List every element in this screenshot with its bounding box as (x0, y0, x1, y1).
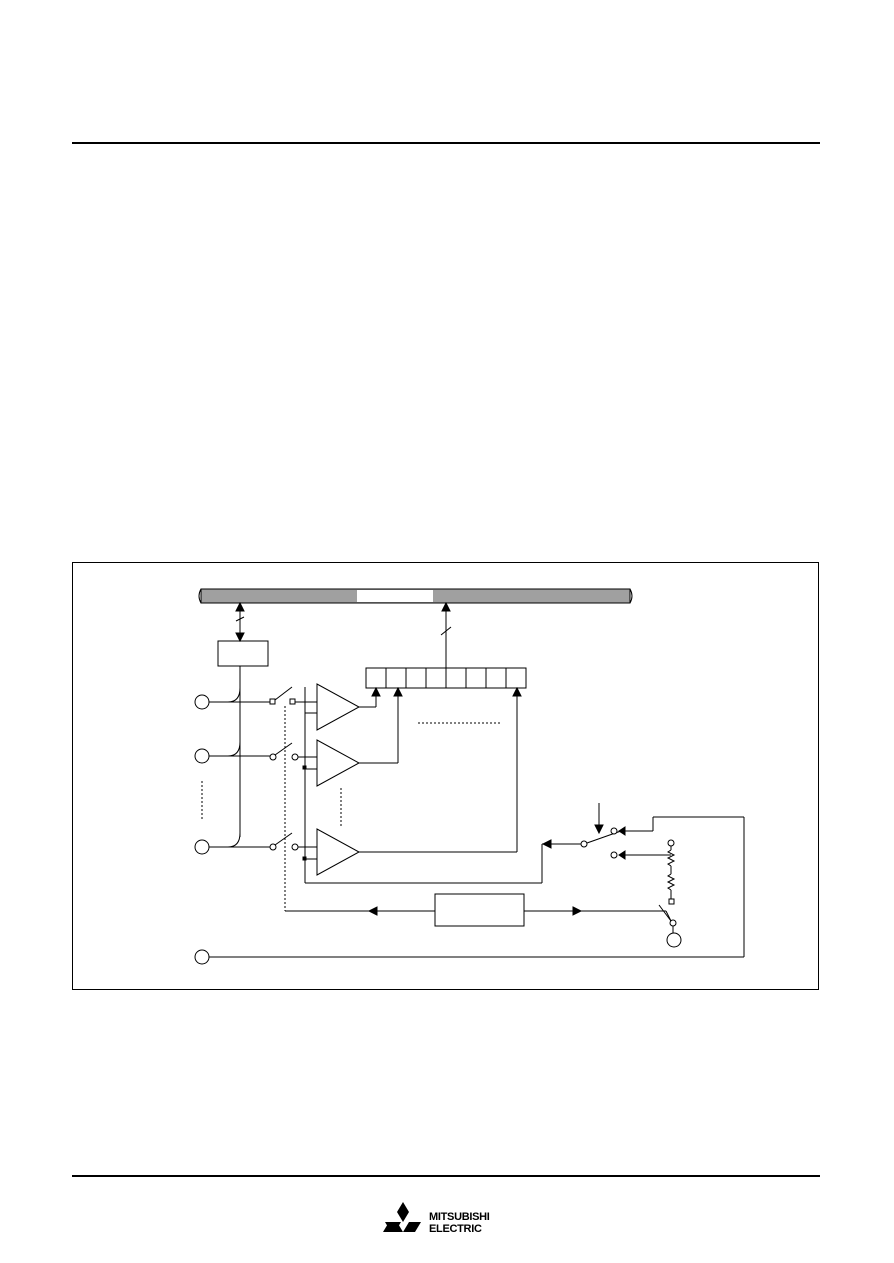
register-bus-arrow (440, 601, 452, 668)
bus-link-arrow (235, 601, 245, 643)
comparator-2 (316, 739, 361, 787)
reference-selector (541, 803, 744, 860)
control-block (217, 640, 269, 667)
comparator-outputs (359, 686, 522, 853)
resistor-ladder (666, 839, 676, 905)
data-bus (198, 588, 633, 604)
footer-rule (72, 1175, 820, 1177)
reference-pin (194, 949, 210, 965)
timing-control-block (434, 893, 525, 927)
result-register (365, 667, 527, 689)
block-diagram-frame (72, 562, 819, 990)
input-pin-n (194, 839, 210, 855)
comparator-n (316, 828, 361, 876)
input-switch-2 (269, 742, 299, 761)
switch-to-comparator (295, 701, 317, 848)
right-rail (209, 817, 745, 958)
brand-line-1: MITSUBISHI (429, 1211, 490, 1223)
supply-pin (666, 932, 682, 948)
input-pin-2 (194, 748, 210, 764)
control-return-path (285, 904, 677, 933)
header-rule (72, 142, 820, 144)
input-lines (209, 687, 271, 848)
input-switch-1 (269, 686, 296, 705)
comparator-1 (316, 683, 361, 731)
reference-bus (284, 687, 543, 911)
brand-line-2: ELECTRIC (429, 1223, 482, 1235)
input-switch-n (269, 832, 299, 851)
brand-wordmark: MITSUBISHI ELECTRIC (429, 1211, 490, 1235)
block-diagram (194, 588, 745, 965)
input-pin-1 (194, 694, 210, 710)
three-diamonds-icon (383, 1202, 421, 1232)
